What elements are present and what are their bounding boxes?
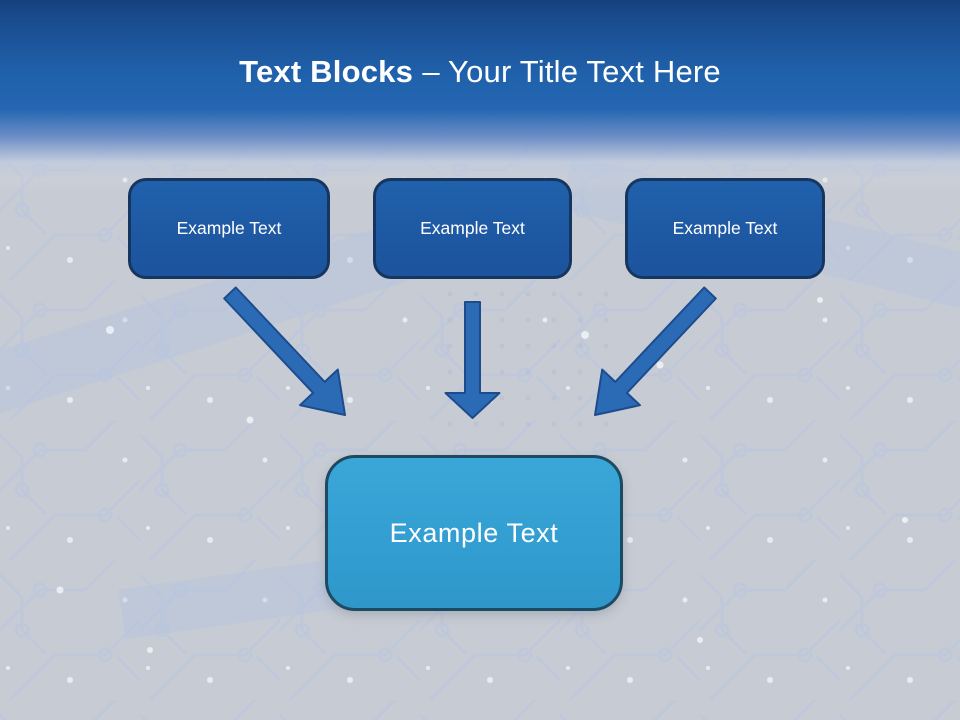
text-block-3: Example Text [625,178,825,279]
text-block-1-label: Example Text [176,218,282,238]
left-diagonal-arrow [223,286,346,416]
center-text-block-label: Example Text [389,517,559,548]
text-block-2: Example Text [373,178,572,279]
right-diagonal-arrow [594,286,717,416]
text-block-1: Example Text [128,178,330,279]
text-block-2-label: Example Text [420,218,525,238]
center-down-arrow [444,301,501,419]
center-text-block: Example Text [325,455,623,611]
text-block-3-label: Example Text [672,218,778,238]
